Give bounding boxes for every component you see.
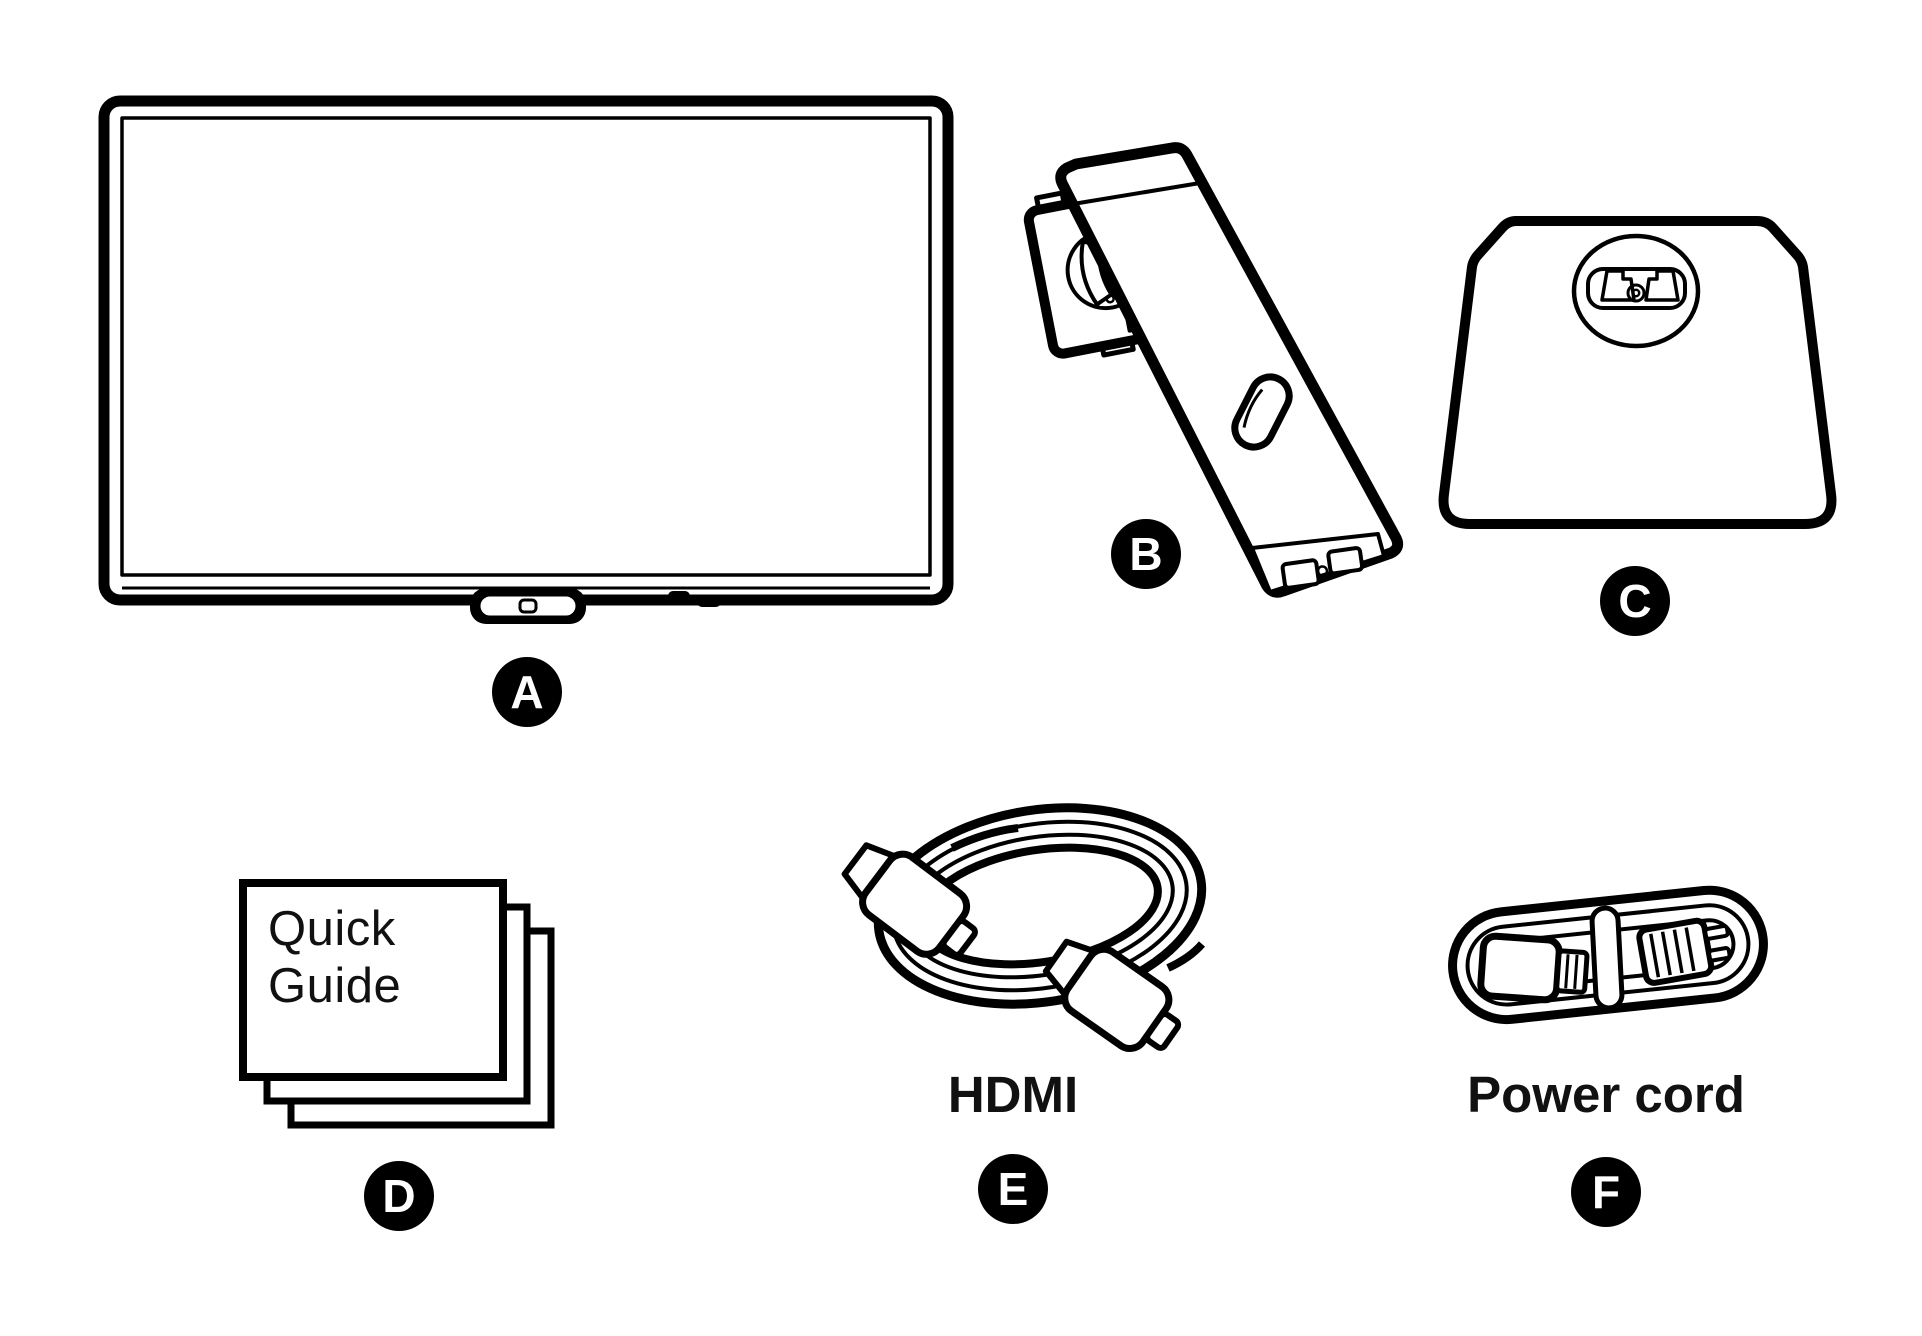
badge-hdmi-cable: E [978, 1154, 1048, 1224]
hdmi-plug [841, 842, 978, 958]
quick-guide-line1: Quick [268, 902, 396, 956]
hdmi-plug [1042, 938, 1182, 1052]
appliance-connector [1636, 917, 1732, 986]
thumb-screw [1626, 283, 1646, 303]
quick-guide-line2: Guide [268, 959, 402, 1013]
hdmi-cable-graphic [841, 803, 1207, 1052]
power-plug [1477, 932, 1590, 1004]
hdmi-caption: HDMI [947, 1066, 1079, 1123]
stand-base-graphic [1438, 216, 1837, 529]
badge-power-cord: F [1571, 1157, 1641, 1227]
latch-hook [1600, 269, 1636, 302]
bottom-button [697, 596, 721, 607]
power-led [518, 598, 538, 614]
quick-guide-graphic [239, 879, 555, 1129]
bottom-button [668, 591, 690, 602]
quick-guide-cover-text: Quick Guide [268, 901, 498, 1015]
badge-stand-base: C [1600, 566, 1670, 636]
badge-stand-arm: B [1111, 519, 1181, 589]
monitor-graphic [98, 95, 954, 624]
latch-hook [1644, 269, 1680, 302]
power-cord-caption: Power cord [1467, 1066, 1745, 1123]
badge-quick-guide: D [364, 1161, 434, 1231]
stand-arm-graphic [1023, 142, 1404, 598]
badge-monitor: A [492, 657, 562, 727]
power-cord-graphic [1448, 885, 1768, 1025]
cable-tie [1589, 905, 1625, 1011]
